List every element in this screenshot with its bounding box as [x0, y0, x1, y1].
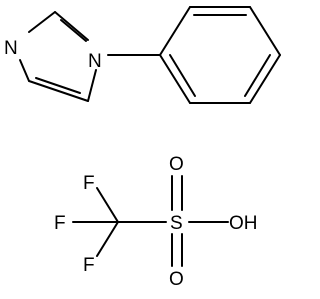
atom-f1-label: F	[83, 173, 95, 194]
bond-c2-n1	[54, 11, 89, 41]
atom-n3-label: N	[4, 38, 18, 59]
phenyl-bond-1	[159, 6, 191, 56]
atom-s-label: S	[170, 213, 183, 234]
atom-o-top-label: O	[169, 154, 184, 175]
phenyl-double-3	[169, 54, 196, 97]
bond-n1-c5	[87, 69, 97, 102]
bond-c5-c4-double	[35, 77, 81, 94]
phenylimidazole-structure: N N	[4, 6, 281, 104]
bond-c2-n1-double	[60, 19, 87, 42]
atom-oh-label: OH	[229, 213, 258, 234]
atom-n1-label: N	[88, 51, 102, 72]
chemical-structure-diagram: N N F F F S O O OH	[4, 6, 281, 290]
structure-drawing: N N F F F S O O OH	[4, 6, 281, 290]
atom-f3-label: F	[83, 255, 95, 276]
phenyl-double-2	[244, 54, 271, 97]
phenyl-bond-6	[159, 54, 191, 104]
triflic-acid-structure: F F F S O O OH	[54, 154, 258, 290]
bond-c5-c4	[28, 80, 89, 102]
atom-o-bottom-label: O	[169, 269, 184, 290]
bond-c-f3	[96, 221, 119, 257]
bond-n3-c2	[28, 11, 56, 33]
phenyl-bond-4	[249, 54, 281, 104]
bond-c-f1	[96, 187, 119, 223]
atom-f2-label: F	[54, 213, 66, 234]
phenyl-bond-3	[249, 6, 281, 56]
bond-c4-n3	[19, 59, 30, 82]
